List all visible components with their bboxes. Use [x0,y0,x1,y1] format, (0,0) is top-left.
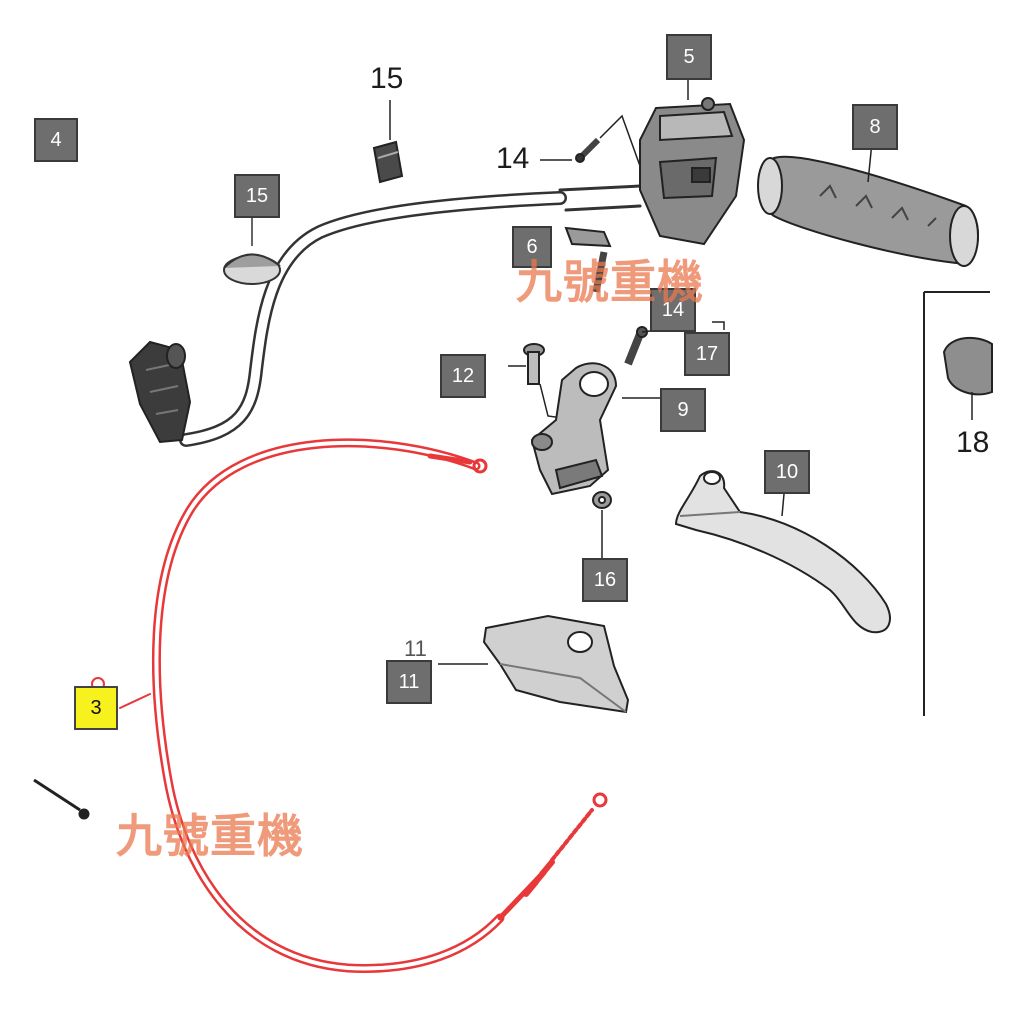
nut-16 [592,491,612,558]
label-11-faint: 11 [404,636,427,661]
callout-11: 11 [386,660,432,704]
inset-part-18 [942,336,993,420]
left-clamp [128,340,192,444]
clutch-cable [91,438,608,973]
callout-5: 5 [666,34,712,80]
watermark-lower: 九號重機 [116,809,304,863]
callout-8: 8 [852,104,898,150]
ring-15-lower [223,218,281,285]
label-18-plain: 18 [956,426,990,459]
dust-cover [438,614,630,714]
callout-6: 6 [512,226,552,268]
lever-bracket [530,362,660,496]
callout-3-highlight: 3 [74,686,118,730]
watermark-upper: 九號重機 [516,255,704,309]
callout-14-box: 14 [650,288,696,332]
callout-16: 16 [582,558,628,602]
clutch-lever [674,470,891,634]
handlebar-tube [179,184,642,447]
leader-17 [712,321,725,330]
callout-12: 12 [440,354,486,398]
callout-9: 9 [660,388,706,432]
screw-14-upper [540,114,641,167]
screw-14-lower [624,326,659,366]
sleeve-15-upper [372,140,404,184]
label-14-plain: 14 [496,142,530,175]
callout-4: 4 [34,118,78,162]
label-15-plain: 15 [370,62,404,95]
left-edge-fitting [33,778,90,820]
callout-15-box: 15 [234,174,280,218]
switch-housing [639,80,746,246]
handle-grip [757,141,979,267]
callout-10: 10 [764,450,810,494]
inset-frame [923,291,990,716]
clip-6 [564,226,612,293]
callout-17: 17 [684,332,730,376]
